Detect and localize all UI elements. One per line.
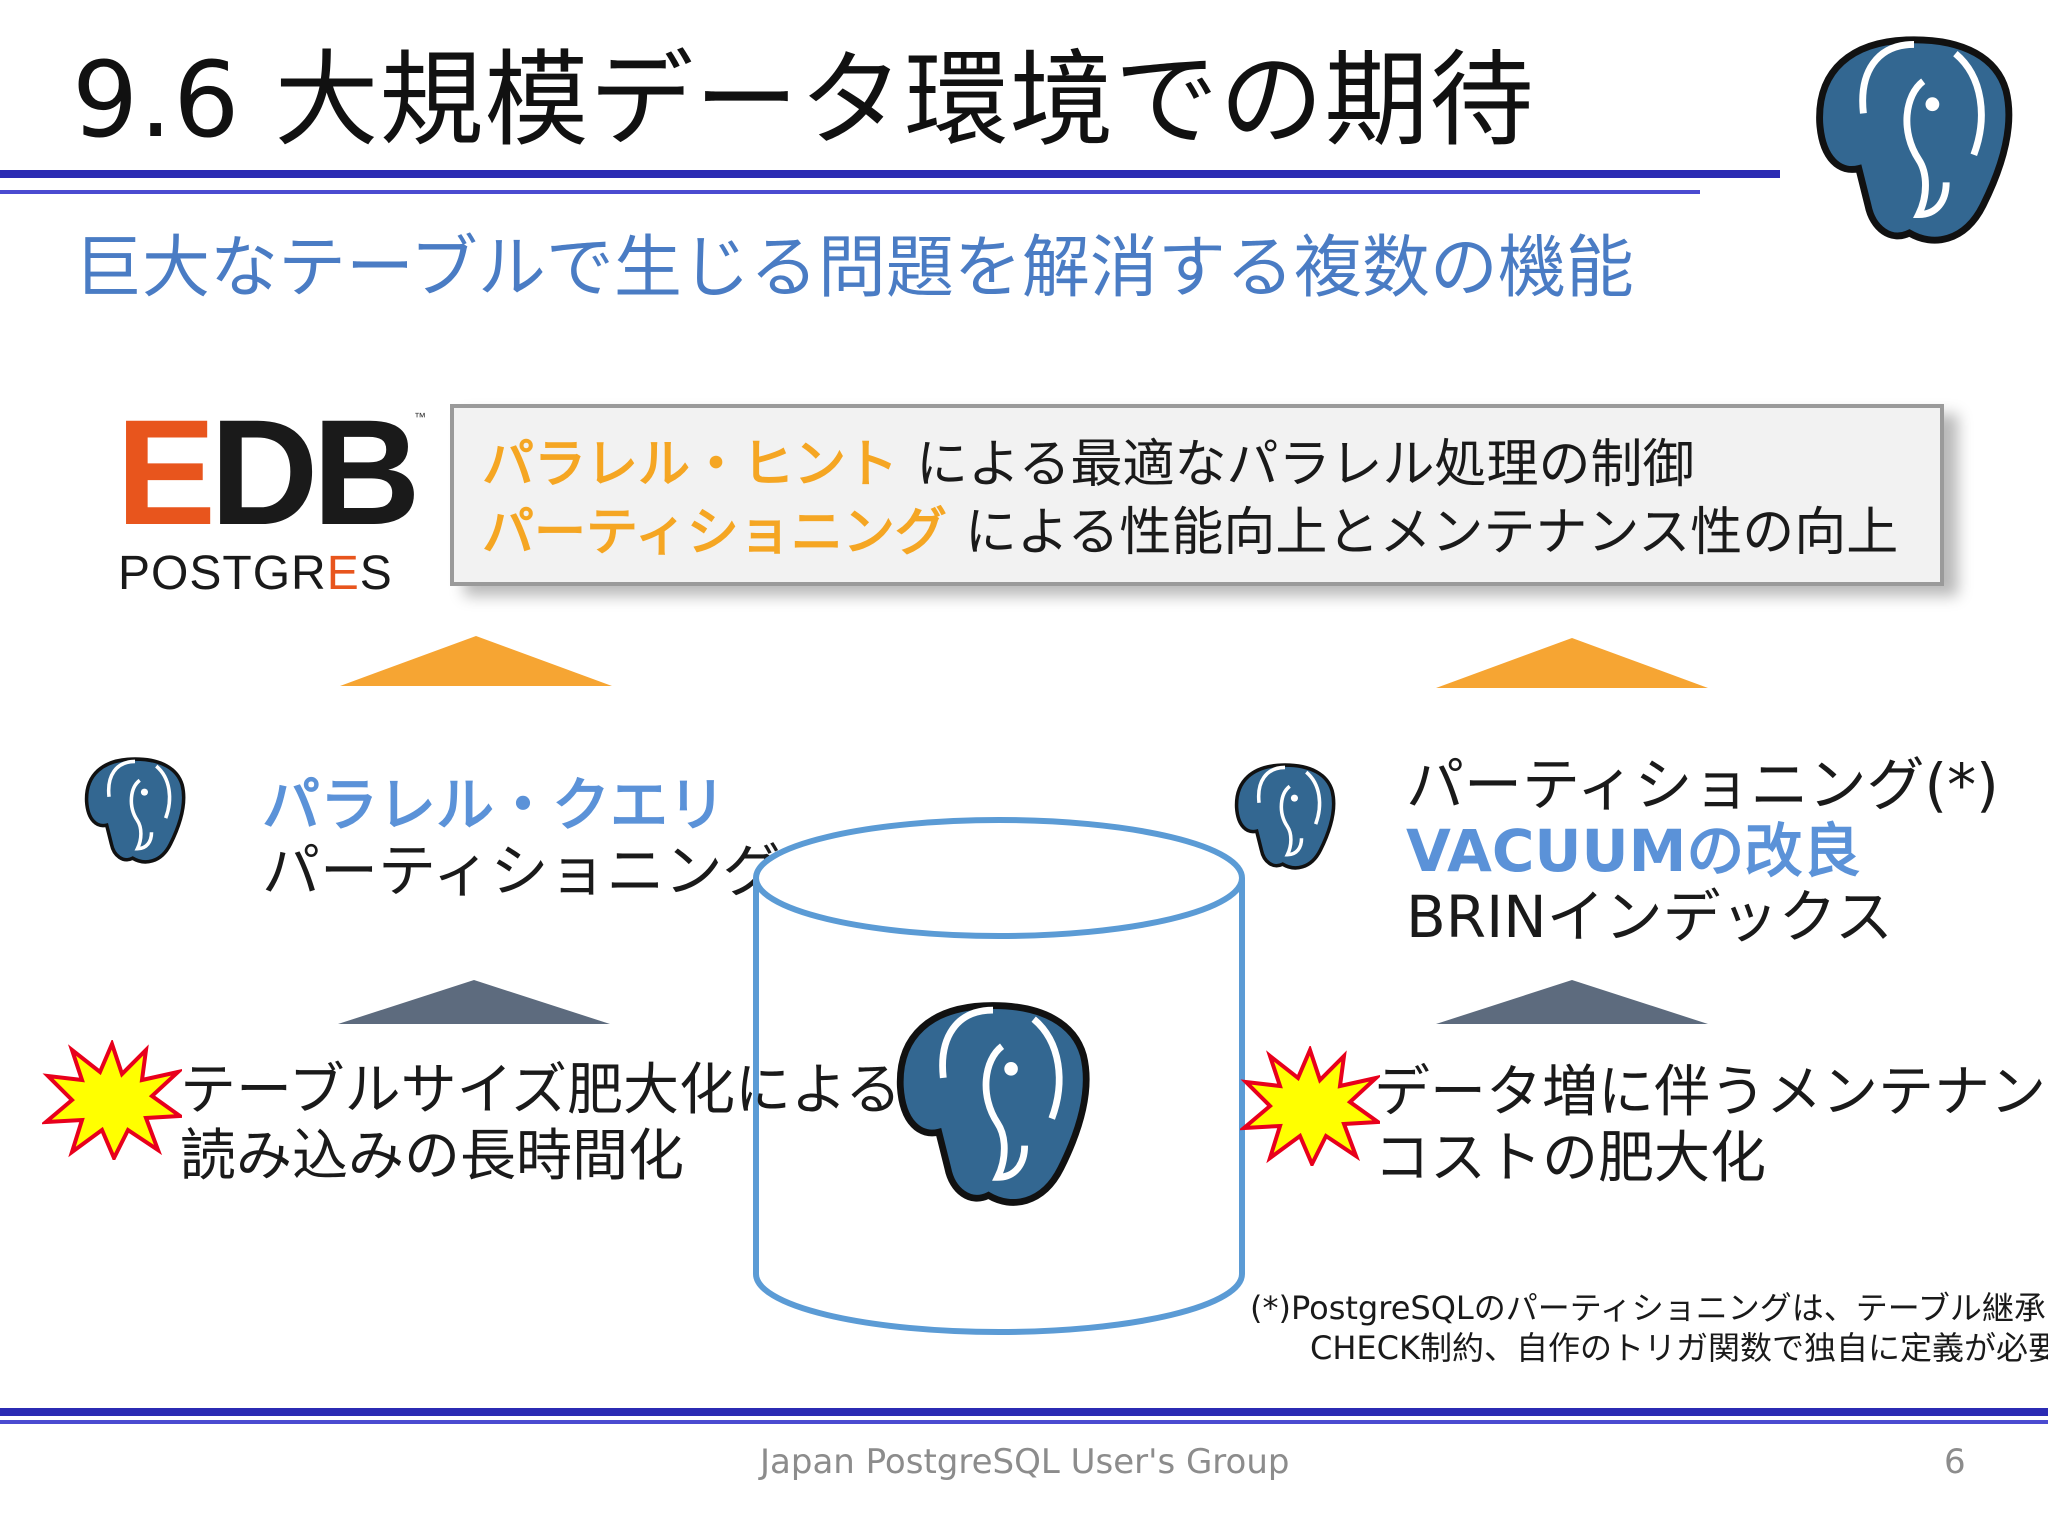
- edb-logo-e: E: [116, 388, 216, 556]
- footnote-line-2: CHECK制約、自作のトリガ関数で独自に定義が必要: [1310, 1329, 2048, 1367]
- feature-partitioning: パーティショニング(*): [1406, 751, 1999, 819]
- postgresql-elephant-icon: [880, 990, 1106, 1220]
- left-orange-triangle: [340, 636, 612, 686]
- right-orange-triangle: [1436, 638, 1708, 688]
- edb-postgres-logo: EDB ™ POSTGRES: [116, 397, 428, 600]
- slide-title: 9.6 大規模データ環境での期待: [72, 39, 1535, 161]
- edb-logo-db: DB: [210, 388, 421, 556]
- footer-group-name: Japan PostgreSQL User's Group: [760, 1442, 1290, 1482]
- footer-rule-secondary: [0, 1420, 2048, 1424]
- left-slate-triangle: [338, 980, 610, 1024]
- postgresql-elephant-icon: [1226, 756, 1344, 878]
- feature-text-1: による最適なパラレル処理の制御: [916, 435, 1695, 495]
- feature-text-2: による性能向上とメンテナンス性の向上: [964, 503, 1899, 563]
- postgresql-elephant-icon: [1796, 26, 2032, 256]
- explosion-burst-icon: [1238, 1044, 1384, 1169]
- footnote: (*)PostgreSQLのパーティショニングは、テーブル継承と CHECK制約…: [1250, 1288, 2048, 1368]
- left-problem-line-1: テーブルサイズ肥大化による: [180, 1058, 902, 1123]
- right-feature-list: パーティショニング(*) VACUUMの改良 BRINインデックス: [1406, 752, 1999, 950]
- title-rule-secondary: [0, 190, 1700, 194]
- page-number: 6: [1944, 1442, 1966, 1482]
- right-problem-line-1: データ増に伴うメンテナンス: [1374, 1060, 2048, 1125]
- slide-subtitle: 巨大なテーブルで生じる問題を解消する複数の機能: [74, 229, 1634, 308]
- postgresql-elephant-icon: [76, 750, 194, 872]
- feature-line-2: パーティショニングによる性能向上とメンテナンス性の向上: [482, 500, 1898, 566]
- feature-highlight-partitioning: パーティショニング: [482, 503, 947, 563]
- edb-logo-postgres: POSTGRES: [118, 547, 393, 600]
- title-rule: [0, 170, 1780, 178]
- feature-brin-index: BRINインデックス: [1406, 883, 1893, 951]
- edb-logo-mark: EDB: [116, 397, 421, 547]
- explosion-burst-icon: [40, 1038, 186, 1163]
- feature-highlight-parallel-hint: パラレル・ヒント: [482, 435, 899, 495]
- footnote-line-1: (*)PostgreSQLのパーティショニングは、テーブル継承と: [1250, 1289, 2048, 1327]
- right-problem-line-2: コストの肥大化: [1374, 1126, 1766, 1191]
- footer-rule: [0, 1408, 2048, 1416]
- feature-parallel-query: パラレル・クエリ: [262, 771, 727, 839]
- feature-line-1: パラレル・ヒントによる最適なパラレル処理の制御: [482, 432, 1694, 498]
- edb-feature-box: パラレル・ヒントによる最適なパラレル処理の制御 パーティショニングによる性能向上…: [450, 404, 1944, 586]
- trademark-symbol: ™: [414, 410, 426, 424]
- right-problem-text: データ増に伴うメンテナンス コストの肥大化: [1374, 1060, 2048, 1192]
- left-problem-text: テーブルサイズ肥大化による 読み込みの長時間化: [180, 1058, 901, 1190]
- left-problem-line-2: 読み込みの長時間化: [180, 1124, 684, 1189]
- feature-vacuum-improvement: VACUUMの改良: [1406, 817, 1861, 885]
- right-slate-triangle: [1436, 980, 1708, 1024]
